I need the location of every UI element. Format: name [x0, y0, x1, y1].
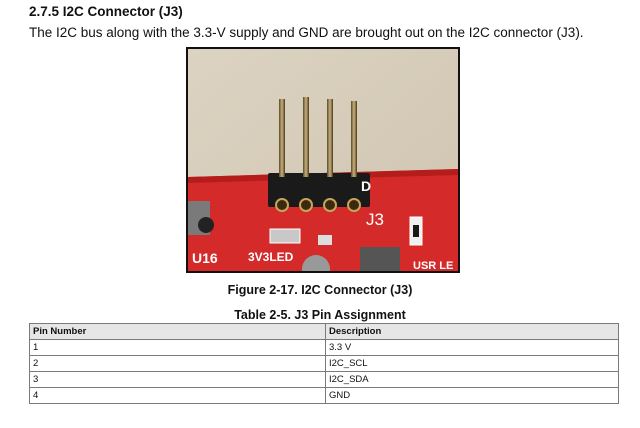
header-pin-number: Pin Number [29, 323, 326, 340]
table-row: 1 3.3 V [29, 339, 619, 356]
header-pads [275, 198, 361, 212]
pin-number-cell: 3 [29, 371, 326, 388]
silk-u16: U16 [192, 250, 218, 266]
connector-photo: D J3 U16 3V3LED USR LE [186, 47, 460, 273]
silk-j3: J3 [366, 210, 384, 229]
header-description: Description [325, 323, 619, 340]
section-heading: 2.7.5 I2C Connector (J3) [29, 4, 183, 19]
table-row: 3 I2C_SDA [29, 371, 619, 388]
silk-usr-led: USR LE [413, 260, 453, 271]
silk-3v3led: 3V3LED [248, 250, 294, 264]
table-caption: Table 2-5. J3 Pin Assignment [234, 308, 406, 322]
header-housing [268, 173, 370, 207]
section-paragraph: The I2C bus along with the 3.3-V supply … [29, 25, 584, 40]
header-pins [279, 97, 357, 177]
table-row: 2 I2C_SCL [29, 355, 619, 372]
pcb-board [188, 169, 458, 271]
pin-number-cell: 4 [29, 387, 326, 404]
figure-caption: Figure 2-17. I2C Connector (J3) [227, 283, 413, 297]
pin-assignment-table: Pin Number Description 1 3.3 V 2 I2C_SCL… [29, 323, 619, 404]
description-cell: I2C_SCL [325, 355, 619, 372]
description-cell: 3.3 V [325, 339, 619, 356]
silk-d: D [361, 178, 371, 194]
table-header-row: Pin Number Description [29, 323, 619, 340]
pin-number-cell: 1 [29, 339, 326, 356]
pin-number-cell: 2 [29, 355, 326, 372]
description-cell: GND [325, 387, 619, 404]
table-row: 4 GND [29, 387, 619, 404]
description-cell: I2C_SDA [325, 371, 619, 388]
